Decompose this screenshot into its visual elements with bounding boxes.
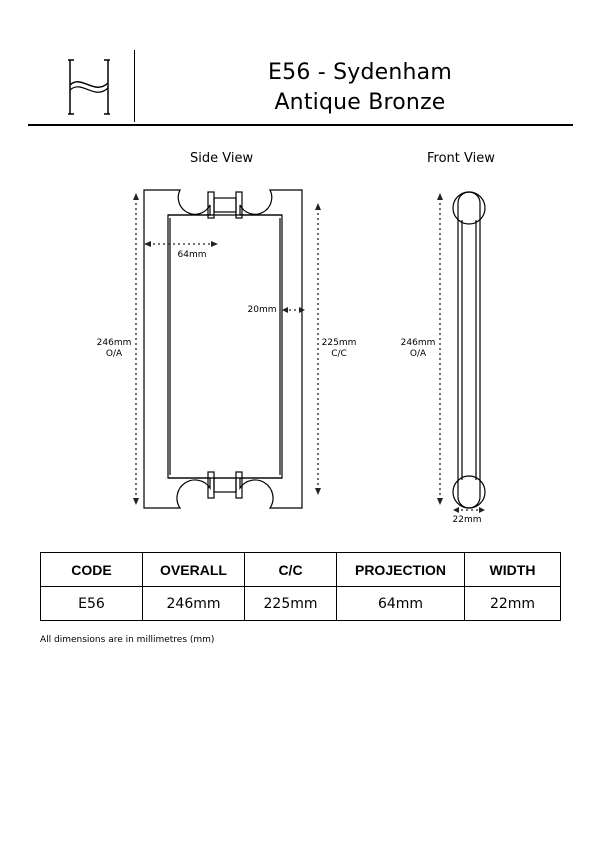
- units-footnote: All dimensions are in millimetres (mm): [40, 635, 215, 645]
- cell-projection: 64mm: [336, 586, 465, 621]
- product-title: E56 - Sydenham: [268, 60, 452, 85]
- brand-logo: [68, 59, 110, 115]
- overall-front-sub: O/A: [409, 349, 427, 359]
- cc-sub: C/C: [331, 349, 347, 359]
- front-view-label: Front View: [427, 151, 495, 166]
- technical-drawing: [133, 189, 486, 513]
- cell-overall: 246mm: [142, 586, 245, 621]
- gap-dim-label: 20mm: [247, 305, 277, 315]
- header-divider: [28, 124, 573, 126]
- header-overall: OVERALL: [142, 552, 245, 587]
- cc-value: 225mm: [321, 338, 357, 348]
- cc-dim-label: 225mm C/C: [317, 338, 361, 360]
- header: E56 - Sydenham Antique Bronze: [0, 0, 600, 128]
- overall-side-value: 246mm: [96, 338, 132, 348]
- overall-side-sub: O/A: [105, 349, 123, 359]
- cell-width: 22mm: [464, 586, 561, 621]
- overall-front-dim-label: 246mm O/A: [396, 338, 440, 360]
- header-projection: PROJECTION: [336, 552, 465, 587]
- projection-dim-label: 64mm: [177, 250, 207, 260]
- table-header-row: CODE OVERALL C/C PROJECTION WIDTH: [40, 552, 561, 587]
- width-dim-label: 22mm: [452, 515, 482, 525]
- cell-code: E56: [40, 586, 143, 621]
- product-finish: Antique Bronze: [274, 90, 446, 115]
- overall-side-dim-label: 246mm O/A: [92, 338, 136, 360]
- title-block: E56 - Sydenham Antique Bronze: [200, 58, 520, 118]
- logo-divider: [134, 50, 135, 122]
- side-view-label: Side View: [190, 151, 254, 166]
- header-cc: C/C: [244, 552, 337, 587]
- header-code: CODE: [40, 552, 143, 587]
- front-view-handle: [452, 191, 486, 509]
- cell-cc: 225mm: [244, 586, 337, 621]
- spec-table: CODE OVERALL C/C PROJECTION WIDTH E56 24…: [40, 552, 561, 621]
- dimension-lines: [135, 198, 482, 511]
- side-view-handle: [143, 189, 303, 509]
- dimension-arrows: [133, 193, 485, 513]
- header-width: WIDTH: [464, 552, 561, 587]
- overall-front-value: 246mm: [400, 338, 436, 348]
- table-row: E56 246mm 225mm 64mm 22mm: [40, 586, 561, 621]
